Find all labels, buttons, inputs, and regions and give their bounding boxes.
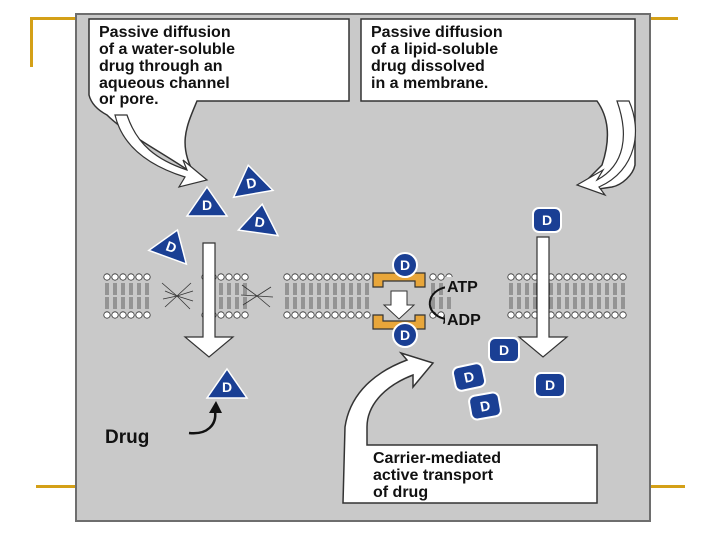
svg-text:D: D	[245, 174, 258, 192]
svg-text:D: D	[202, 197, 212, 213]
callout-carrier-line-2: active transport	[373, 467, 494, 484]
svg-text:D: D	[499, 342, 509, 358]
deco-line-bottom-right	[650, 485, 685, 488]
lipid-bilayer-membrane	[103, 273, 627, 319]
arrow-down-lipid-icon	[517, 236, 569, 358]
callout-lipid-line-3: drug dissolved	[371, 58, 485, 75]
deco-line-top-right	[650, 17, 678, 20]
callout-water-line-5: or pore.	[99, 91, 159, 108]
callout-lipid-line-1: Passive diffusion	[371, 24, 503, 41]
drug-label: Drug	[105, 427, 149, 448]
deco-line-left-vertical	[30, 17, 33, 67]
drug-square-lipid-top: D	[532, 207, 562, 233]
callout-water-line-2: of a water-soluble	[99, 41, 235, 58]
callout-carrier-line-3: of drug	[373, 484, 428, 501]
callout-water-line-1: Passive diffusion	[99, 24, 231, 41]
deco-line-top-left	[30, 17, 76, 20]
svg-text:D: D	[222, 379, 232, 395]
callout-water-line-3: drug through an	[99, 58, 223, 75]
atp-adp-arrow-icon	[428, 286, 448, 320]
arrow-down-water-icon	[183, 242, 235, 358]
atp-label: ATP	[447, 279, 478, 296]
drug-square-carrier-2: D	[451, 362, 487, 392]
callout-lipid-line-2: of a lipid-soluble	[371, 41, 498, 58]
drug-label-arrow-icon	[188, 410, 217, 435]
drug-square-lipid-bottom: D	[534, 372, 566, 398]
callout-lipid-line-4: in a membrane.	[371, 75, 488, 92]
drug-carrier-bottom: D	[392, 322, 418, 348]
drug-triangle-bottom: D	[206, 368, 248, 399]
carrier-protein	[372, 272, 426, 330]
callout-water-line-4: aqueous channel	[99, 75, 230, 92]
callout-water-soluble: Passive diffusion of a water-soluble dru…	[88, 18, 350, 176]
drug-triangle-4: D	[148, 222, 198, 265]
drug-triangle-1: D	[186, 186, 228, 217]
aqueous-pore-icon	[161, 282, 274, 310]
arrow-water-curve-icon	[114, 114, 209, 188]
svg-text:D: D	[479, 397, 492, 415]
deco-line-bottom-left	[36, 485, 76, 488]
drug-triangle-2: D	[227, 161, 274, 199]
callout-carrier-line-1: Carrier-mediated	[373, 450, 501, 467]
drug-square-carrier-3: D	[468, 391, 502, 421]
svg-text:D: D	[254, 213, 266, 230]
drug-carrier-top: D	[392, 252, 418, 278]
svg-text:D: D	[542, 212, 552, 228]
svg-text:D: D	[400, 327, 410, 343]
svg-text:D: D	[462, 368, 475, 386]
drug-transport-figure: Passive diffusion of a water-soluble dru…	[75, 13, 651, 522]
svg-text:D: D	[400, 257, 410, 273]
arrow-lipid-curve-icon	[575, 100, 636, 197]
svg-text:D: D	[545, 377, 555, 393]
drug-square-carrier-1: D	[488, 337, 520, 363]
drug-triangle-3: D	[237, 200, 283, 237]
callout-carrier-mediated: Carrier-mediated active transport of dru…	[342, 351, 598, 504]
adp-label: ADP	[447, 312, 481, 329]
callout-lipid-soluble: Passive diffusion of a lipid-soluble dru…	[360, 18, 636, 191]
